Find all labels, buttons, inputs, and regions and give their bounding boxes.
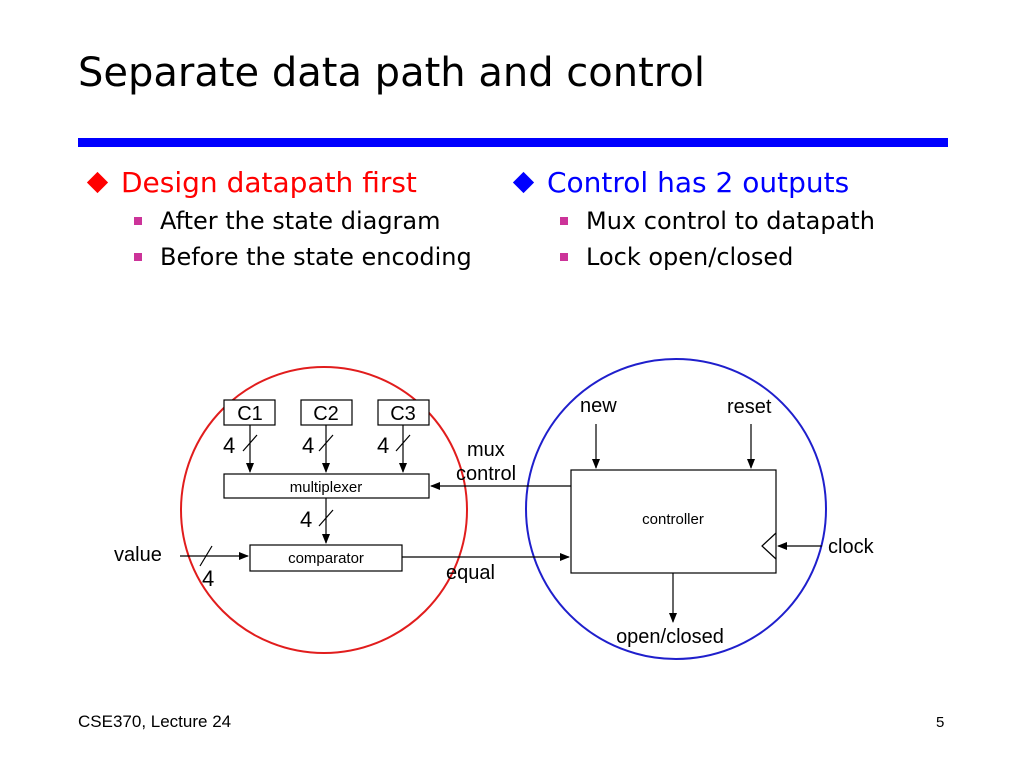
left-heading: Design datapath first	[84, 166, 472, 199]
list-item: After the state diagram	[84, 203, 472, 239]
list-item: Lock open/closed	[510, 239, 875, 275]
bus-slash	[318, 509, 334, 527]
list-item: Mux control to datapath	[510, 203, 875, 239]
controller-label: controller	[642, 511, 704, 528]
multiplexer-label: multiplexer	[290, 479, 363, 496]
new-label: new	[580, 395, 617, 417]
page-number: 5	[936, 714, 945, 731]
bus-slash	[395, 434, 411, 452]
clock-label: clock	[828, 536, 875, 558]
control-label: control	[456, 463, 516, 485]
right-heading: Control has 2 outputs	[510, 166, 875, 199]
bus-width-label: 4	[223, 433, 235, 458]
list-item-text: Lock open/closed	[586, 243, 794, 271]
list-item-text: Before the state encoding	[160, 243, 472, 271]
equal-label: equal	[446, 562, 495, 584]
list-item: Before the state encoding	[84, 239, 472, 275]
open-closed-label: open/closed	[616, 626, 724, 648]
value-label: value	[114, 544, 162, 566]
square-bullet-icon	[560, 253, 568, 261]
bus-slash	[318, 434, 334, 452]
right-heading-text: Control has 2 outputs	[547, 166, 850, 199]
reset-label: reset	[727, 396, 772, 418]
bus-width-label: 4	[300, 507, 312, 532]
list-item-text: After the state diagram	[160, 207, 441, 235]
left-sub-list: After the state diagram Before the state…	[84, 203, 472, 275]
mux-label: mux	[467, 439, 505, 461]
clock-triangle-icon	[761, 532, 777, 560]
control-circle	[525, 358, 827, 660]
footer-course: CSE370, Lecture 24	[78, 712, 232, 731]
right-column: Control has 2 outputs Mux control to dat…	[510, 166, 875, 275]
register-label: C2	[313, 403, 339, 425]
left-column: Design datapath first After the state di…	[84, 166, 472, 275]
list-item-text: Mux control to datapath	[586, 207, 875, 235]
register-c1: C1	[223, 399, 276, 426]
multiplexer-block: multiplexer	[223, 473, 430, 499]
right-sub-list: Mux control to datapath Lock open/closed	[510, 203, 875, 275]
left-heading-text: Design datapath first	[121, 166, 417, 199]
square-bullet-icon	[134, 253, 142, 261]
comparator-block: comparator	[249, 544, 403, 572]
square-bullet-icon	[560, 217, 568, 225]
title-rule	[78, 138, 948, 147]
bus-slash	[199, 545, 213, 567]
comparator-label: comparator	[288, 550, 364, 567]
square-bullet-icon	[134, 217, 142, 225]
register-c2: C2	[300, 399, 353, 426]
bus-width-label: 4	[377, 433, 389, 458]
bus-slash	[242, 434, 258, 452]
bus-width-label: 4	[302, 433, 314, 458]
register-c3: C3	[377, 399, 430, 426]
controller-block: controller	[570, 469, 777, 574]
bus-width-label: 4	[202, 566, 214, 591]
slide-title: Separate data path and control	[78, 50, 705, 96]
register-label: C1	[237, 403, 263, 425]
register-label: C3	[390, 403, 416, 425]
datapath-circle	[180, 366, 468, 654]
